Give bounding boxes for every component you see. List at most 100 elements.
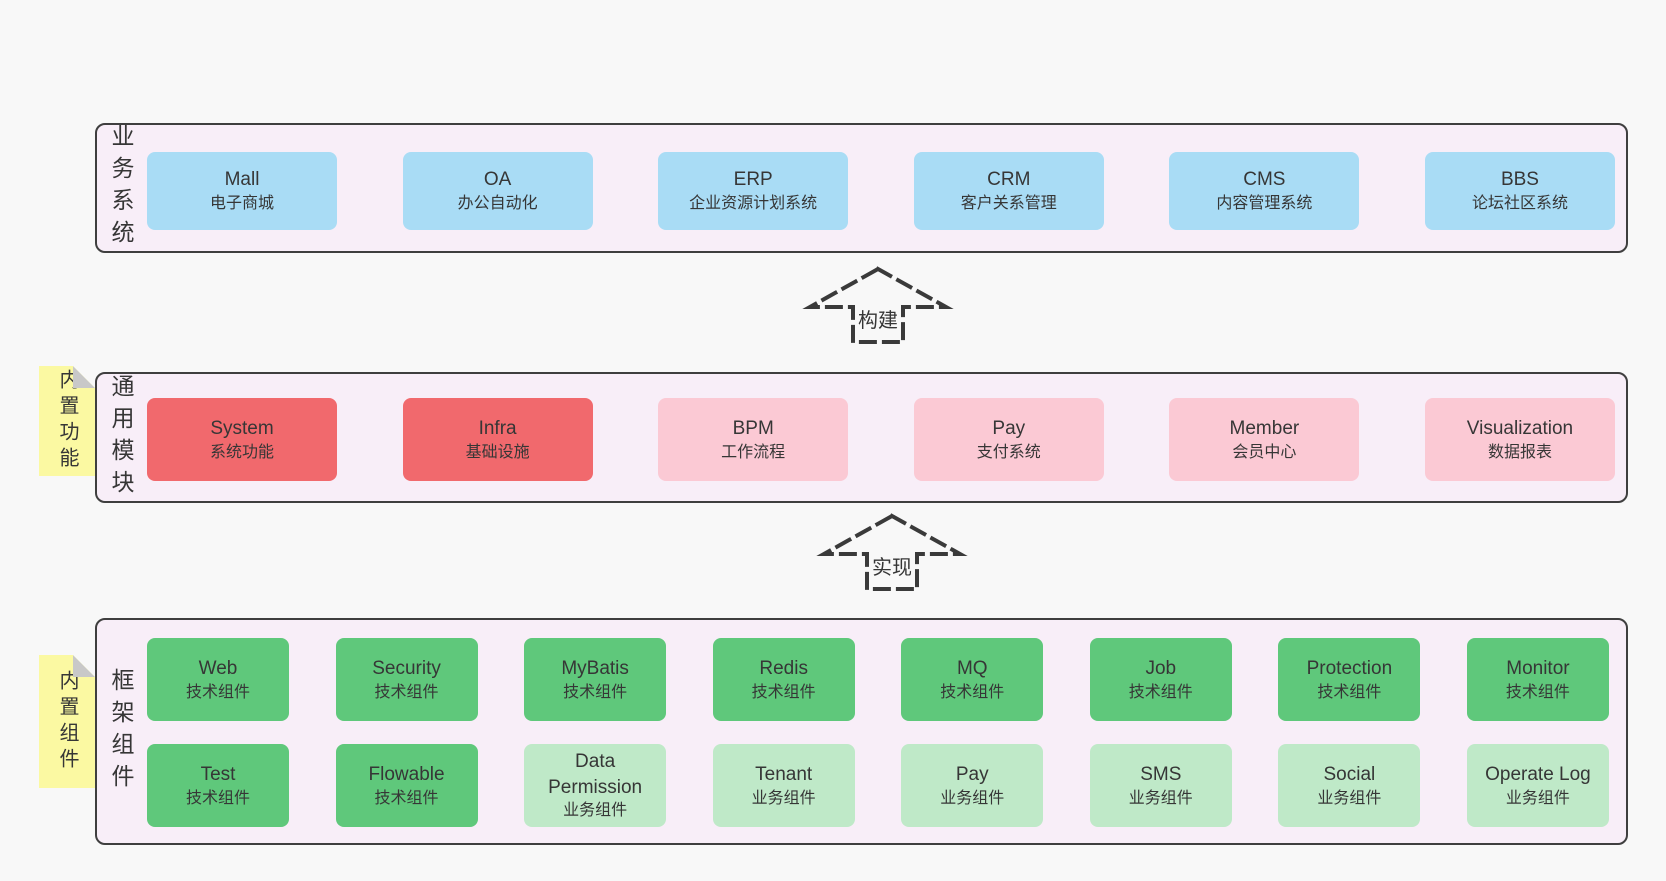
component-box: Monitor 技术组件 xyxy=(1466,638,1609,721)
box-subtitle: 业务组件 xyxy=(751,789,816,807)
box-subtitle: 客户关系管理 xyxy=(960,195,1057,213)
system-box: CMS 内容管理系统 xyxy=(1169,152,1360,230)
module-box: Visualization 数据报表 xyxy=(1424,398,1615,481)
box-title: BPM xyxy=(732,417,774,439)
box-title: Protection xyxy=(1306,657,1393,679)
build-arrow-label: 构建 xyxy=(855,308,901,334)
box-subtitle: 业务组件 xyxy=(1128,789,1193,807)
box-title: CRM xyxy=(987,169,1031,191)
box-subtitle: 会员中心 xyxy=(1232,443,1297,461)
box-title: CMS xyxy=(1243,169,1286,191)
module-box: BPM 工作流程 xyxy=(658,398,849,481)
box-subtitle: 技术组件 xyxy=(1317,683,1382,701)
component-box: Tenant 业务组件 xyxy=(712,744,855,827)
box-subtitle: 业务组件 xyxy=(1317,789,1382,807)
module-box: System 系统功能 xyxy=(147,398,337,481)
box-title: Web xyxy=(198,657,238,679)
sticky-note-label: 内置组件 xyxy=(56,669,78,774)
box-subtitle: 技术组件 xyxy=(563,683,628,701)
box-title: Member xyxy=(1229,417,1300,439)
box-title: Test xyxy=(200,763,236,785)
system-box: ERP 企业资源计划系统 xyxy=(658,152,849,230)
component-box: Operate Log 业务组件 xyxy=(1466,744,1609,827)
box-title: Tenant xyxy=(755,763,813,785)
component-box: Redis 技术组件 xyxy=(712,638,855,721)
box-title: Flowable xyxy=(368,763,445,785)
dashed-up-arrow-icon xyxy=(802,266,954,344)
box-subtitle: 论坛社区系统 xyxy=(1471,195,1568,213)
component-box: Social 业务组件 xyxy=(1278,744,1421,827)
box-subtitle: 企业资源计划系统 xyxy=(689,195,818,213)
business-systems-panel: 业务系统 Mall 电子商城 OA 办公自动化 ERP 企业资源计划系统 xyxy=(95,123,1628,253)
component-box: MQ 技术组件 xyxy=(901,638,1044,721)
common-modules-row: System 系统功能 Infra 基础设施 BPM 工作流程 Pay 支付系统 xyxy=(147,398,1615,481)
box-title: MQ xyxy=(956,657,988,679)
box-title: Monitor xyxy=(1506,657,1570,679)
box-subtitle: 技术组件 xyxy=(185,683,250,701)
component-box: MyBatis 技术组件 xyxy=(524,638,667,721)
sticky-note-label: 内置功能 xyxy=(56,369,78,473)
system-box: OA 办公自动化 xyxy=(402,152,593,230)
folded-corner-icon xyxy=(73,655,95,677)
dashed-up-arrow-icon xyxy=(816,513,968,591)
framework-components-panel: 框架组件 Web 技术组件 Security 技术组件 MyBatis 技术组件 xyxy=(95,618,1628,845)
box-subtitle: 数据报表 xyxy=(1487,443,1552,461)
box-title: ERP xyxy=(733,169,773,191)
box-subtitle: 系统功能 xyxy=(209,443,274,461)
implement-arrow-icon: 实现 xyxy=(816,511,968,593)
box-title: Job xyxy=(1145,657,1177,679)
box-title: Visualization xyxy=(1466,417,1574,439)
box-title: SMS xyxy=(1140,763,1182,785)
box-title: Redis xyxy=(759,657,808,679)
box-subtitle: 技术组件 xyxy=(1505,683,1570,701)
panel-label-components: 框架组件 xyxy=(108,667,134,796)
panel-label-modules: 通用模块 xyxy=(108,373,134,502)
box-subtitle: 技术组件 xyxy=(185,789,250,807)
box-subtitle: 技术组件 xyxy=(940,683,1005,701)
box-subtitle: 基础设施 xyxy=(465,443,530,461)
component-box: Protection 技术组件 xyxy=(1278,638,1421,721)
box-subtitle: 业务组件 xyxy=(1505,789,1570,807)
module-box: Pay 支付系统 xyxy=(913,398,1104,481)
box-title: Infra xyxy=(478,417,517,439)
component-box: Pay 业务组件 xyxy=(901,744,1044,827)
box-title: OA xyxy=(483,169,512,191)
module-box: Member 会员中心 xyxy=(1169,398,1360,481)
box-title: MyBatis xyxy=(561,657,629,679)
framework-components-row-1: Web 技术组件 Security 技术组件 MyBatis 技术组件 Redi… xyxy=(147,638,1609,721)
box-title: Security xyxy=(372,657,441,679)
box-subtitle: 业务组件 xyxy=(940,789,1005,807)
business-systems-row: Mall 电子商城 OA 办公自动化 ERP 企业资源计划系统 CRM 客户关系… xyxy=(147,152,1615,230)
box-title: Mall xyxy=(224,169,260,191)
system-box: Mall 电子商城 xyxy=(147,152,337,230)
box-subtitle: 办公自动化 xyxy=(457,195,538,213)
box-title: Pay xyxy=(992,417,1026,439)
box-subtitle: 支付系统 xyxy=(976,443,1041,461)
box-title: System xyxy=(210,417,274,439)
component-box: SMS 业务组件 xyxy=(1089,744,1232,827)
box-title: Social xyxy=(1323,763,1376,785)
box-subtitle: 业务组件 xyxy=(563,802,628,820)
box-title: Operate Log xyxy=(1485,763,1591,785)
box-subtitle: 技术组件 xyxy=(374,683,439,701)
component-box: Flowable 技术组件 xyxy=(335,744,478,827)
sticky-note-builtin-features: 内置功能 xyxy=(39,366,95,476)
box-subtitle: 内容管理系统 xyxy=(1216,195,1313,213)
framework-components-row-2: Test 技术组件 Flowable 技术组件 Data Permission … xyxy=(147,744,1609,827)
panel-label-business: 业务系统 xyxy=(108,124,134,252)
folded-corner-icon xyxy=(73,366,95,388)
component-box: Web 技术组件 xyxy=(147,638,289,721)
system-box: CRM 客户关系管理 xyxy=(913,152,1104,230)
component-box: Test 技术组件 xyxy=(147,744,289,827)
box-subtitle: 技术组件 xyxy=(751,683,816,701)
implement-arrow-label: 实现 xyxy=(869,555,915,581)
box-subtitle: 技术组件 xyxy=(1128,683,1193,701)
module-box: Infra 基础设施 xyxy=(402,398,593,481)
box-title: Pay xyxy=(955,763,989,785)
box-subtitle: 技术组件 xyxy=(374,789,439,807)
common-modules-panel: 通用模块 System 系统功能 Infra 基础设施 BPM 工作流程 xyxy=(95,372,1628,503)
component-box: Job 技术组件 xyxy=(1089,638,1232,721)
box-title: BBS xyxy=(1500,169,1539,191)
sticky-note-builtin-components: 内置组件 xyxy=(39,655,95,788)
build-arrow-icon: 构建 xyxy=(802,264,954,346)
